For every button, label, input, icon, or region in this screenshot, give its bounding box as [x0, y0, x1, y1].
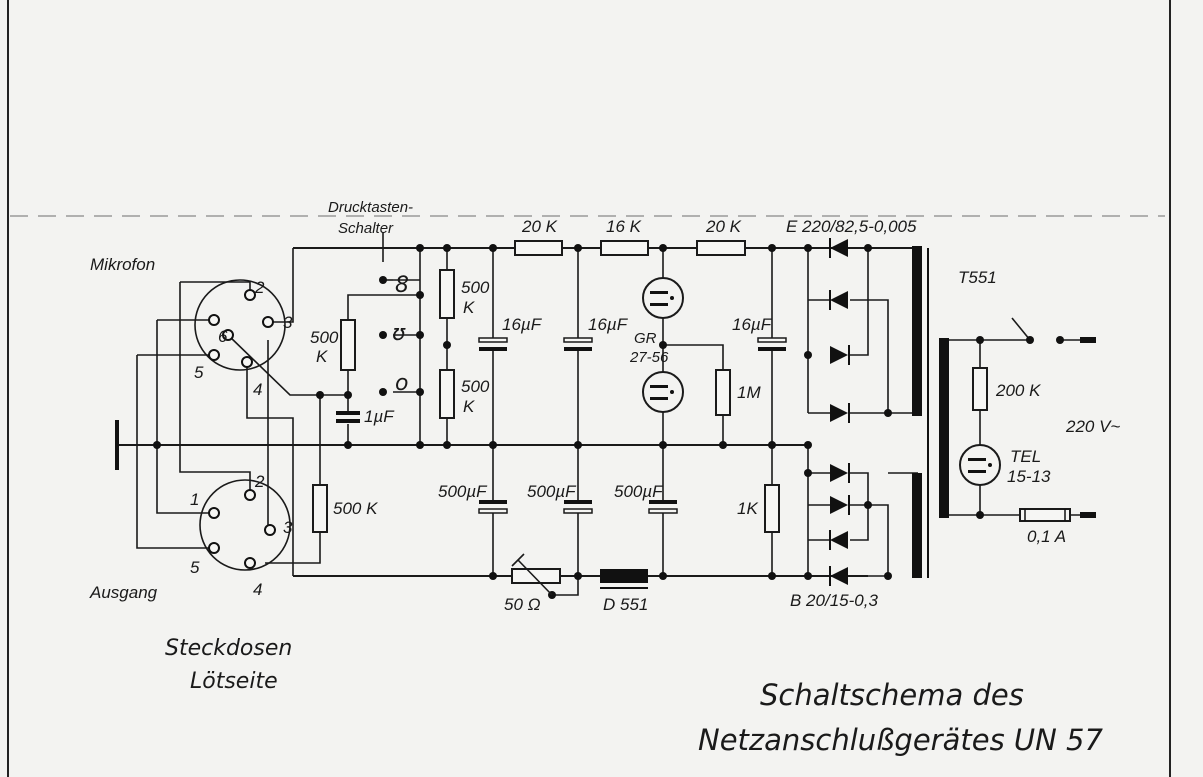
label-16uf-3: 16µF — [732, 315, 773, 334]
rectifier-diodes — [829, 238, 850, 586]
label-mains: 220 V~ — [1065, 417, 1120, 436]
label-r-16k: 16 K — [606, 217, 642, 236]
label-50-ohm: 50 Ω — [504, 595, 541, 614]
ausgang-socket — [199, 479, 291, 571]
switch-pos-3: o — [395, 371, 408, 396]
out-pin-3: 3 — [283, 518, 293, 537]
out-pin-4: 4 — [253, 580, 262, 599]
out-pin-5: 5 — [190, 558, 200, 577]
label-r-20k-1: 20 K — [521, 217, 558, 236]
mikrofon-socket — [194, 279, 286, 371]
label-500k-b: 500 — [461, 278, 490, 297]
mic-pin-3: 3 — [283, 313, 293, 332]
mic-pin-2: 2 — [254, 278, 265, 297]
out-pin-2: 2 — [254, 472, 265, 491]
label-tube-2: 27-56 — [629, 349, 669, 366]
mic-pin-5: 5 — [194, 363, 204, 382]
mic-pin-6: 6 — [218, 327, 228, 346]
transformer-t551 — [912, 246, 949, 578]
title-line-2: Netzanschlußgerätes UN 57 — [698, 723, 1103, 757]
caption-line-1: Steckdosen — [165, 636, 292, 661]
mains-terminal-bottom — [1080, 512, 1096, 518]
title-line-1: Schaltschema des — [760, 678, 1024, 712]
stabilizer-tubes — [642, 277, 684, 413]
mains-terminal-top — [1080, 337, 1096, 343]
wires — [117, 232, 1095, 596]
label-transformer: T551 — [958, 268, 997, 287]
out-pin-1: 1 — [190, 490, 199, 509]
labels: Mikrofon Ausgang Drucktasten- Schalter 8… — [89, 199, 1120, 757]
label-500k-d: 500 K — [333, 499, 378, 518]
label-1uf: 1µF — [364, 407, 395, 426]
label-switch-1: Drucktasten- — [328, 199, 413, 216]
label-d551: D 551 — [603, 595, 648, 614]
label-200k: 200 K — [995, 381, 1041, 400]
label-lamp-1: TEL — [1010, 447, 1041, 466]
label-500k-c-unit: K — [463, 397, 475, 416]
label-switch-2: Schalter — [338, 220, 394, 237]
resistors — [312, 240, 988, 596]
switch-pos-1: 8 — [395, 273, 409, 298]
label-500uf-3: 500µF — [614, 482, 664, 501]
label-500k-a-unit: K — [316, 347, 328, 366]
label-r-20k-2: 20 K — [705, 217, 742, 236]
label-lamp-2: 15-13 — [1007, 467, 1051, 486]
fuse — [1019, 508, 1071, 522]
label-rectifier-top: E 220/82,5-0,005 — [786, 217, 917, 236]
label-500uf-1: 500µF — [438, 482, 488, 501]
mic-pin-4: 4 — [253, 380, 262, 399]
glow-lamp-tel — [959, 444, 1001, 486]
label-500k-c: 500 — [461, 377, 490, 396]
label-1m: 1M — [737, 383, 761, 402]
label-16uf-1: 16µF — [502, 315, 543, 334]
caption-line-2: Lötseite — [190, 669, 278, 694]
label-fuse: 0,1 A — [1027, 527, 1066, 546]
label-tube-1: GR — [634, 330, 657, 347]
label-16uf-2: 16µF — [588, 315, 629, 334]
capacitors — [336, 337, 787, 514]
label-mikrofon: Mikrofon — [90, 255, 155, 274]
label-500k-a: 500 — [310, 328, 339, 347]
label-ausgang: Ausgang — [89, 583, 158, 602]
junction-dots — [153, 244, 1064, 599]
potentiometer-50-ohm — [511, 568, 561, 584]
label-500k-b-unit: K — [463, 298, 475, 317]
switch-pos-2: ʊ — [392, 321, 406, 346]
choke-d551 — [600, 569, 648, 583]
label-500uf-2: 500µF — [527, 482, 577, 501]
label-1k: 1K — [737, 499, 758, 518]
label-rectifier-bottom: B 20/15-0,3 — [790, 591, 878, 610]
